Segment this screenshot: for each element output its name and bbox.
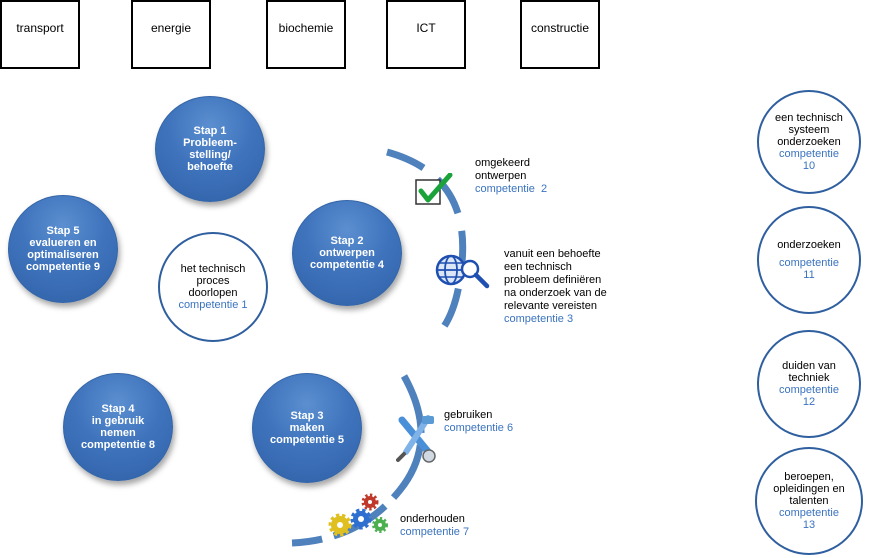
domain-box-transport: transport [0,0,80,69]
omgekeerd-text: omgekeerd ontwerpen [475,157,531,182]
step-5-circle: Stap 5 evalueren en optimaliseren compet… [8,195,118,303]
arc-upper [386,148,467,335]
competence-10-text: een technisch systeem onderzoeken [775,112,843,148]
domain-label: ICT [416,21,436,35]
onderhouden-competentie: competentie 7 [400,526,470,538]
domain-label: constructie [530,21,590,35]
label-omgekeerd: omgekeerd ontwerpen competentie 2 [475,157,547,196]
competence-12-text: duiden van techniek [782,360,836,384]
competence-13-text: beroepen, opleidingen en talenten [773,471,845,507]
domain-label: transport [16,21,64,35]
step-2-circle: Stap 2 ontwerpen competentie 4 [292,200,402,306]
domain-box-constructie: constructie [520,0,600,69]
competence-circle-10: een technisch systeem onderzoeken compet… [757,90,861,194]
domain-box-ict: ICT [386,0,466,69]
step-3-circle: Stap 3 maken competentie 5 [252,373,362,483]
label-onderhouden: onderhouden competentie 7 [400,513,469,539]
competence-12-label: competentie 12 [779,384,839,408]
competence-10-label: competentie 10 [779,148,839,172]
vanuit-text: vanuit een behoefte een technisch proble… [504,248,607,312]
step-5-label: Stap 5 evalueren en optimaliseren compet… [26,225,100,273]
center-competence-circle: het technisch proces doorlopen competent… [158,232,268,342]
competence-circle-13: beroepen, opleidingen en talenten compet… [755,447,863,555]
globe-search-icon [435,254,490,289]
tools-icon [396,415,436,463]
check-icon [415,173,453,205]
vanuit-competentie: competentie 3 [504,313,574,325]
domain-label: energie [150,21,192,35]
domain-label: biochemie [278,21,334,35]
label-vanuit: vanuit een behoefte een technisch proble… [504,248,607,326]
competence-circle-11: onderzoeken competentie 11 [757,206,861,314]
step-1-label: Stap 1 Probleem- stelling/ behoefte [183,125,237,173]
step-4-circle: Stap 4 in gebruik nemen competentie 8 [63,373,173,481]
step-1-circle: Stap 1 Probleem- stelling/ behoefte [155,96,265,202]
gebruiken-text: gebruiken [444,409,493,421]
step-3-label: Stap 3 maken competentie 5 [270,410,344,446]
competence-circle-12: duiden van techniek competentie 12 [757,330,861,438]
omgekeerd-competentie: competentie 2 [475,183,548,195]
label-gebruiken: gebruiken competentie 6 [444,409,513,435]
competence-11-label: competentie 11 [779,257,839,281]
gears-icon [328,493,388,537]
competence-13-label: competentie 13 [779,507,839,531]
competence-11-text: onderzoeken [777,239,841,251]
arc-lower [291,374,425,547]
center-competentie: competentie 1 [178,299,248,311]
center-text: het technisch proces doorlopen [180,263,246,299]
domain-box-energie: energie [131,0,211,69]
step-2-label: Stap 2 ontwerpen competentie 4 [310,235,384,271]
domain-box-biochemie: biochemie [266,0,346,69]
step-4-label: Stap 4 in gebruik nemen competentie 8 [81,403,155,451]
onderhouden-text: onderhouden [400,513,465,525]
gebruiken-competentie: competentie 6 [444,422,514,434]
